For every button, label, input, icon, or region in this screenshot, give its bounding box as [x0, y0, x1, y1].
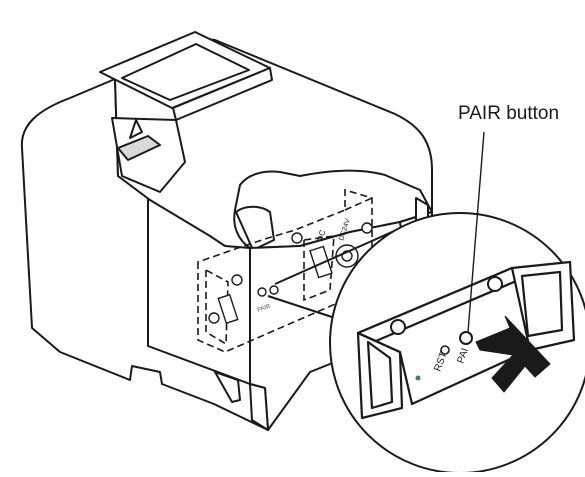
- panel-screw-icon: [291, 232, 303, 244]
- panel-screw-icon: [257, 287, 267, 297]
- callout-leader-line: [467, 131, 485, 333]
- pair-button-callout: PAIR button: [458, 103, 560, 124]
- bracket-screws: [390, 276, 503, 335]
- printer-base-notch: [214, 371, 241, 403]
- panel-screw-icon: [208, 312, 220, 324]
- printer-right-cover: [233, 169, 433, 249]
- status-led-icon: [415, 375, 421, 381]
- panel-screw-icon: [361, 222, 373, 234]
- panel-screw-icon: [269, 285, 279, 295]
- rst-button-icon: [440, 345, 450, 355]
- bracket-screw-icon: [390, 319, 406, 335]
- pair-button-icon: [459, 331, 473, 345]
- panel-label-dc: DC: [315, 229, 327, 243]
- panel-label-small: PAIR: [257, 303, 272, 314]
- zoomed-bracket: [356, 260, 576, 420]
- rear-panel-dashed-outline: [197, 188, 373, 353]
- panel-screw-icon: [231, 274, 243, 286]
- zoom-label-pair: PAI: [455, 347, 471, 365]
- pointer-arrow-icon: [475, 315, 551, 393]
- bracket-screw-icon: [487, 276, 503, 292]
